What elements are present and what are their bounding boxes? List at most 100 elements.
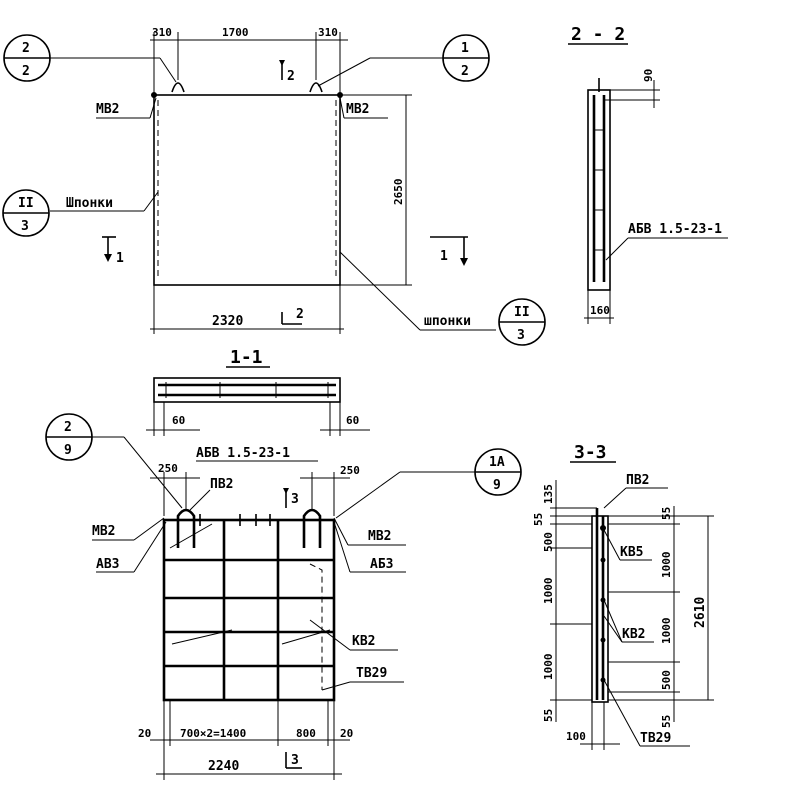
cut-1-right-label: 1 [440,249,448,264]
callout-top-right-bottom: 2 [461,64,469,79]
cage-dim-total: 2240 [208,759,239,774]
section-1-1-dim-left: 60 [172,414,185,427]
callout-right-mid-top: II [514,305,530,320]
cage-frame [162,518,336,702]
reinforcement-cage: 2 9 1А 9 АБВ 1.5-23-1 250 250 ПВ2 3 [45,413,522,780]
cut-1-right-arrow [460,258,468,266]
callout-bottom-right-bottom: 9 [493,478,501,493]
section-2-2-dim-width: 160 [590,304,610,317]
section-1-1-dim-right: 60 [346,414,359,427]
panel-elevation: 310 1700 310 2650 2320 МВ2 МВ2 Шпонки шп… [50,26,496,334]
section-3-3-dim-55-top-left: 55 [532,513,545,526]
callout-bottom-left: 2 9 [45,413,183,509]
label-mv2-right: МВ2 [346,102,369,117]
section-2-2: 2 - 2 90 АБВ 1.5-23-1 160 [568,24,728,324]
section-1-1-outline [153,377,341,403]
cage-leader-mv2-left-b [133,517,165,541]
section-3-3-dim-2610: 2610 [693,597,708,628]
leader-keys-left-b [143,191,159,212]
section-3-3-dim-1000-right-b: 1000 [660,618,673,645]
section-3-3-dim-1000-right-a: 1000 [660,552,673,579]
cage-label-mv2-left: МВ2 [92,524,115,539]
section-3-3-node-4 [600,637,606,643]
cage-dim-bottom-mid: 700×2=1400 [180,727,246,740]
leader-keys-right [339,251,421,331]
section-3-3-dim-55-top-right: 55 [660,507,673,520]
callout-bottom-right-top: 1А [489,455,505,470]
cage-loop-right [302,508,322,548]
cut-2-top-label: 2 [287,69,295,84]
leader-mv2-left-b [149,97,157,119]
section-3-3-dim-1000-left-b: 1000 [542,654,555,681]
section-3-3-leader-kv2-a [603,599,623,643]
cage-cut-3-top-arrow [283,488,289,494]
callout-top-left-bottom: 2 [22,64,30,79]
section-3-3-node-2 [600,557,606,563]
cage-label-kv2: КВ2 [352,634,375,649]
panel-outline [153,94,341,286]
section-3-3-label-pv2: ПВ2 [626,473,649,488]
section-3-3-title: 3-3 [574,442,607,463]
section-3-3-node-1 [600,525,606,531]
leader-mv2-right-b [339,97,345,119]
cage-dim-right-top: 250 [340,464,360,477]
dim-top-right: 310 [318,26,338,39]
section-3-3-dim-1000-left-a: 1000 [542,578,555,605]
section-2-2-leader [605,237,629,261]
cage-label-mv2-right: МВ2 [368,529,391,544]
section-2-2-dim-top: 90 [642,69,655,82]
section-3-3-label-tv29: ТВ29 [640,731,671,746]
section-2-2-title: 2 - 2 [571,24,625,45]
section-3-3-dim-55-bottom-right: 55 [660,715,673,728]
callout-top-right-top: 1 [461,41,469,56]
section-3-3-dim-100: 100 [566,730,586,743]
cut-2-bottom-label: 2 [296,307,304,322]
callout-left-mid: II 3 [2,189,50,237]
cage-loop-left [176,508,196,548]
label-keys-left: Шпонки [66,196,113,211]
dim-width: 2320 [212,314,243,329]
callout-left-mid-bottom: 3 [21,219,29,234]
cage-label-tv29: ТВ29 [356,666,387,681]
cut-1-left-label: 1 [116,251,124,266]
section-3-3-label-kv5: КВ5 [620,545,643,560]
cage-leader-pv2 [189,489,211,511]
callout-top-right: 1 2 [317,34,490,87]
label-mv2-left: МВ2 [96,102,119,117]
callout-left-mid-top: II [18,196,34,211]
cage-cut-3-top: 3 [291,492,299,507]
section-3-3-leader-pv2 [603,487,627,509]
dim-top-left: 310 [152,26,172,39]
section-3-3-leader-kv5 [603,529,621,561]
callout-top-left-top: 2 [22,41,30,56]
section-3-3-label-kv2: КВ2 [622,627,645,642]
section-2-2-label: АБВ 1.5-23-1 [628,222,722,237]
cage-dim-bottom-800: 800 [296,727,316,740]
section-1-1: 1-1 60 60 [146,347,370,436]
lifting-loop-left [171,82,185,93]
cage-diag-1 [169,523,213,549]
cage-leader-av3-right-b [333,521,351,573]
cage-leader-kv2 [309,619,351,651]
callout-top-left: 2 2 [3,34,177,83]
dim-top-mid: 1700 [222,26,249,39]
cage-dim-bottom-right: 20 [340,727,353,740]
cage-leader-mv2-right-b [333,517,349,546]
section-1-1-title: 1-1 [230,347,263,368]
callout-bottom-left-bottom: 9 [64,443,72,458]
label-keys-right: шпонки [424,314,471,329]
section-3-3-dim-500-right: 500 [660,670,673,690]
cage-dim-left-top: 250 [158,462,178,475]
dim-height: 2650 [392,179,405,206]
cage-block-label: АБВ 1.5-23-1 [196,446,290,461]
cage-label-pv2: ПВ2 [210,477,233,492]
callout-right-mid: II 3 [498,298,546,346]
callout-right-mid-bottom: 3 [517,328,525,343]
section-3-3-leader-kv2-b [603,615,623,643]
cage-label-av3-right: АБ3 [370,557,393,572]
section-3-3-dim-500-left: 500 [542,532,555,552]
cage-label-av3-left: АВ3 [96,557,119,572]
callout-bottom-right: 1А 9 [335,448,522,519]
cage-diag-2 [171,629,233,645]
cage-cut-3-bottom: 3 [291,753,299,768]
